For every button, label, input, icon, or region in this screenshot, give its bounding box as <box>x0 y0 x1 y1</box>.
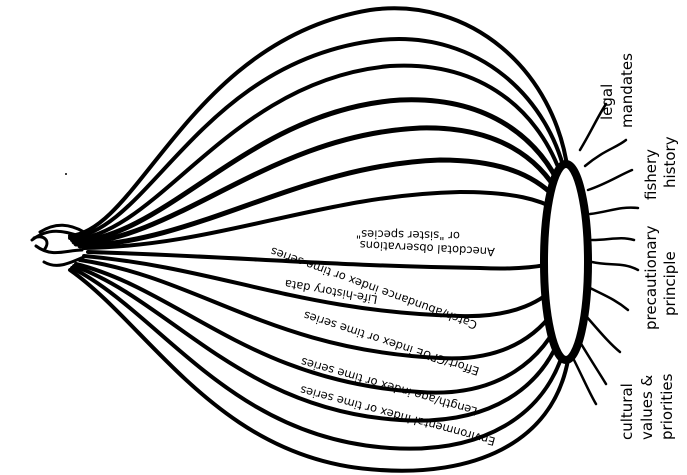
root-factor-line: mandates <box>618 53 636 128</box>
root-factor-line: precautionary <box>642 225 660 330</box>
root-factor-line: principle <box>661 251 679 316</box>
onion-layer-label: or "sister species" <box>356 227 460 243</box>
root-factor-line: values & <box>638 374 656 440</box>
onion-skins-upper <box>70 8 568 248</box>
root-factor-labels: legal mandates fishery history precautio… <box>598 53 679 440</box>
root-factor-legal-mandates: legal mandates <box>598 53 636 128</box>
root-factor-line: cultural <box>618 383 636 440</box>
basal-plate <box>544 164 588 360</box>
root-factor-line: legal <box>598 84 616 120</box>
root-factor-line: priorities <box>658 373 676 440</box>
onion-layer-labels: Anecdotal observations or "sister specie… <box>269 227 497 448</box>
root-factor-line: fishery <box>642 149 660 200</box>
root-factor-line: history <box>661 136 679 188</box>
stray-dot <box>65 173 67 175</box>
root-factor-cultural-values: cultural values & priorities <box>618 373 676 440</box>
root-factor-precautionary-principle: precautionary principle <box>642 225 679 330</box>
root-factor-fishery-history: fishery history <box>642 136 679 200</box>
